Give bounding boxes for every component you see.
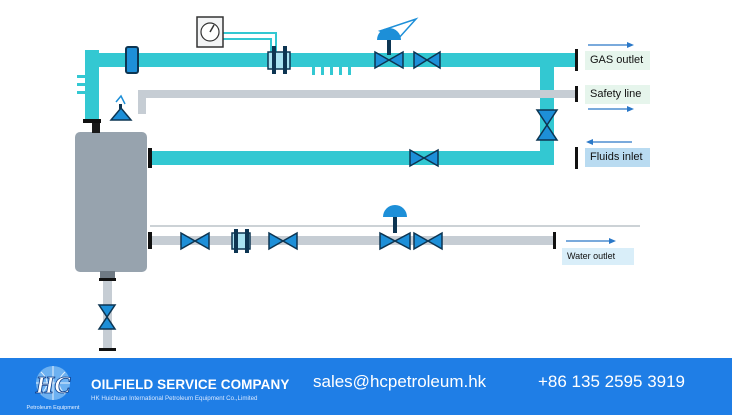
gas-butterfly-valve-icon (413, 50, 441, 70)
logo-text: HC (35, 373, 72, 399)
instrument-stubs (77, 67, 351, 94)
water-valve-2-icon (268, 231, 298, 251)
safety-line-label: Safety line (585, 85, 650, 104)
pipe-flanges (83, 46, 578, 351)
process-flow-diagram (75, 16, 640, 351)
bypass-valve-icon (535, 109, 559, 141)
flow-meter-icon (267, 46, 291, 74)
gas-outlet-pipe (85, 53, 575, 67)
water-outlet-label: Water outlet (562, 248, 634, 265)
safety-pipe (138, 90, 575, 114)
water-valve-4-icon (413, 231, 443, 251)
contact-phone-link[interactable]: +86 135 2595 3919 (538, 372, 686, 391)
water-control-valve-icon (379, 205, 411, 251)
fluids-inlet-arrow-icon (586, 139, 632, 145)
inlet-butterfly-valve-icon (409, 148, 439, 168)
pressure-gauge-icon (196, 16, 224, 48)
safety-valve-icon (109, 94, 133, 121)
company-subtitle: HK Huichuan International Petroleum Equi… (91, 395, 258, 402)
company-name: OILFIELD SERVICE COMPANY (91, 377, 290, 392)
gas-control-valve-icon (374, 17, 419, 70)
gas-outlet-arrow-icon (588, 42, 634, 48)
safety-line-arrow-icon (588, 106, 634, 112)
gas-riser-pipe (85, 50, 99, 120)
water-pipe (103, 236, 556, 348)
water-outlet-arrow-icon (566, 238, 616, 244)
water-valve-1-icon (180, 231, 210, 251)
drain-valve-icon (97, 304, 117, 330)
fluids-inlet-label: Fluids inlet (585, 148, 650, 167)
footer-banner: HC Petroleum Equipment OILFIELD SERVICE … (0, 358, 732, 415)
water-valves (97, 231, 443, 330)
logo-caption: Petroleum Equipment (27, 405, 80, 411)
gas-outlet-label: GAS outlet (585, 51, 650, 70)
fluids-inlet-pipe (148, 151, 554, 165)
contact-email-link[interactable]: sales@hcpetroleum.hk (313, 372, 487, 391)
water-flow-meter-icon (231, 229, 251, 253)
separator-vessel (75, 121, 147, 278)
company-logo-icon: HC Petroleum Equipment (27, 366, 80, 411)
flow-arrows (566, 42, 634, 244)
